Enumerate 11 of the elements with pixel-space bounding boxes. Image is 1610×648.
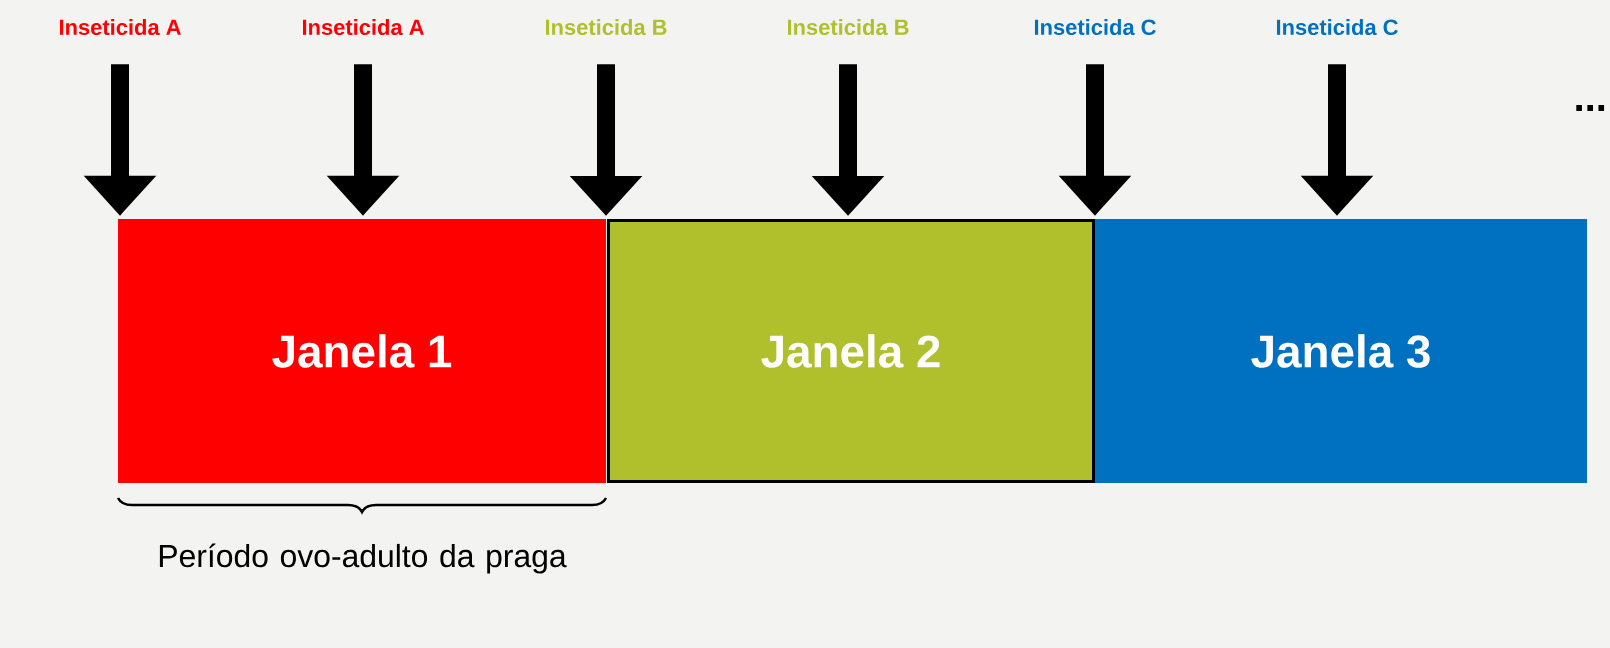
insecticide-label: Inseticida C (1034, 18, 1156, 36)
period-caption: Período ovo-adulto da praga (159, 543, 567, 574)
ellipsis: ... (1576, 105, 1605, 111)
window-bar: Janela 3 (1095, 219, 1587, 483)
insecticide-label: Inseticida C (1276, 18, 1398, 36)
insecticide-label: Inseticida B (787, 18, 909, 36)
insecticide-label: Inseticida B (545, 18, 667, 36)
window-bar: Janela 2 (607, 219, 1095, 483)
window-bar: Janela 1 (118, 219, 606, 483)
insecticide-label: Inseticida A (59, 18, 181, 36)
insecticide-label: Inseticida A (302, 18, 424, 36)
